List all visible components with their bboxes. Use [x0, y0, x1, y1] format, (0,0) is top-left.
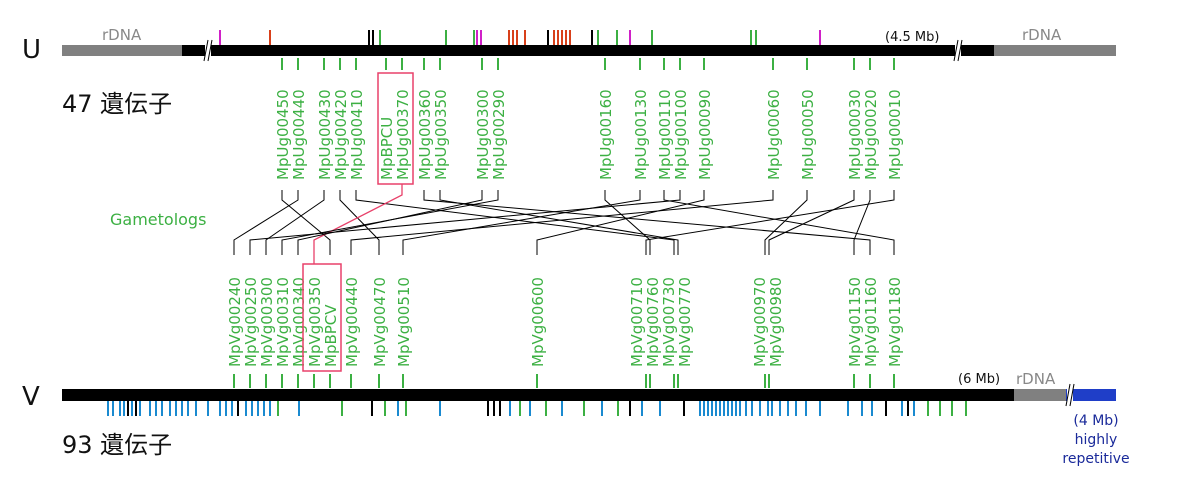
v-gene-labels: MpVg00240 MpVg00250 MpVg00300 MpVg00310 … [226, 277, 904, 367]
gene-label-MpVg00600: MpVg00600 [529, 277, 547, 367]
gametolog-link [265, 190, 325, 255]
gene-label-MpVg00350: MpVg00350 [306, 277, 324, 367]
v-repetitive-segment [1066, 389, 1116, 401]
u-bpc-highlight-box [377, 72, 414, 185]
gene-label-MpVg00730: MpVg00730 [660, 277, 678, 367]
u-rdna-left-label: rDNA [102, 26, 142, 44]
gene-label-MpUg00160: MpUg00160 [597, 89, 615, 180]
gene-label-MpVg00300: MpVg00300 [258, 277, 276, 367]
gene-label-MpUg00450: MpUg00450 [274, 89, 292, 180]
gene-label-MpVg01150: MpVg01150 [846, 277, 864, 367]
u-gene-count: 47 遺伝子 [62, 90, 172, 118]
gene-label-MpUg00360: MpUg00360 [416, 89, 434, 180]
gametolog-links [233, 184, 895, 264]
gene-label-MpUg00060: MpUg00060 [765, 89, 783, 180]
u-top-gene-ticks [219, 30, 821, 45]
gametolog-link [339, 190, 380, 255]
gene-label-MpVg00510: MpVg00510 [395, 277, 413, 367]
gene-label-MpVg00980: MpVg00980 [767, 277, 785, 367]
gene-label-MpVg00760: MpVg00760 [644, 277, 662, 367]
gametolog-link [350, 190, 774, 255]
gene-label-MpUg00100: MpUg00100 [672, 89, 690, 180]
repetitive-size-label: (4 Mb) [1073, 413, 1118, 429]
gene-label-MpUg00370: MpUg00370 [394, 89, 412, 180]
v-gene-count: 93 遺伝子 [62, 431, 172, 459]
repetitive-label: repetitive [1062, 451, 1129, 467]
gametolog-link [768, 190, 855, 255]
v-rdna-label: rDNA [1016, 370, 1056, 388]
gene-label-MpUg00440: MpUg00440 [290, 89, 308, 180]
gene-label-MpUg00430: MpUg00430 [316, 89, 334, 180]
v-break [1067, 384, 1073, 406]
v-chromosome-bar [62, 383, 1116, 407]
gene-label-MpUg00410: MpUg00410 [348, 89, 366, 180]
gene-label-MpUg00130: MpUg00130 [632, 89, 650, 180]
u-gene-ticks [281, 58, 895, 70]
gene-label-MpUg00350: MpUg00350 [432, 89, 450, 180]
gametolog-link [536, 190, 705, 255]
gametologs-label: Gametologs [110, 210, 206, 229]
gametolog-link [281, 190, 499, 255]
gene-label-MpUg00290: MpUg00290 [490, 89, 508, 180]
gene-label-MpUg00010: MpUg00010 [886, 89, 904, 180]
u-break-left [205, 40, 211, 61]
u-chromosome-bar [62, 39, 1116, 62]
gene-label-MpVg00770: MpVg00770 [676, 277, 694, 367]
v-bpc-highlight-box [302, 263, 342, 372]
gametolog-link [764, 190, 808, 255]
gene-label-MpUg00420: MpUg00420 [332, 89, 350, 180]
gametolog-link [402, 190, 641, 255]
repetitive-highly-label: highly [1075, 432, 1118, 448]
u-rdna-right-segment [994, 45, 1116, 56]
gametolog-link [645, 190, 895, 255]
bpc-gametolog-link [313, 184, 403, 264]
u-gene-labels: MpUg00450 MpUg00440 MpUg00430 MpUg00420 … [274, 89, 904, 180]
gene-label-MpUg00050: MpUg00050 [799, 89, 817, 180]
u-break-right [955, 40, 961, 61]
gene-label-MpUg00020: MpUg00020 [862, 89, 880, 180]
u-size-label: (4.5 Mb) [885, 30, 939, 45]
gene-label-MpUg00300: MpUg00300 [474, 89, 492, 180]
gene-label-MpVg00240: MpVg00240 [226, 277, 244, 367]
gametolog-link [604, 190, 651, 255]
v-bottom-gene-ticks [107, 401, 967, 416]
gene-label-MpBPCV: MpBPCV [322, 304, 340, 367]
gametolog-link [439, 190, 679, 255]
gametolog-link [355, 190, 675, 255]
gene-label-MpVg00250: MpVg00250 [242, 277, 260, 367]
v-main-segment [62, 389, 1014, 401]
v-gene-ticks [233, 374, 895, 388]
gene-label-MpVg00470: MpVg00470 [371, 277, 389, 367]
gene-label-MpVg00970: MpVg00970 [751, 277, 769, 367]
gametolog-link [249, 190, 681, 255]
gametolog-link [297, 190, 483, 255]
gametolog-link [663, 190, 895, 255]
v-chromosome-letter: V [22, 382, 40, 412]
v-size-label: (6 Mb) [958, 372, 1000, 387]
gametolog-link [233, 190, 299, 255]
gene-label-MpUg00110: MpUg00110 [656, 89, 674, 180]
v-rdna-segment [1014, 389, 1066, 401]
gene-label-MpVg00710: MpVg00710 [628, 277, 646, 367]
u-chromosome-letter: U [22, 35, 41, 65]
u-rdna-left-segment [62, 45, 182, 56]
gene-label-MpUg00030: MpUg00030 [846, 89, 864, 180]
gene-label-MpVg01160: MpVg01160 [862, 277, 880, 367]
gene-label-MpBPCU: MpBPCU [378, 117, 396, 180]
u-rdna-right-label: rDNA [1022, 26, 1062, 44]
gene-label-MpVg00310: MpVg00310 [274, 277, 292, 367]
gametolog-link [281, 190, 331, 255]
gametolog-link [853, 190, 871, 255]
gene-label-MpVg01180: MpVg01180 [886, 277, 904, 367]
gametolog-link [423, 190, 871, 255]
gene-label-MpUg00090: MpUg00090 [696, 89, 714, 180]
gene-label-MpVg00440: MpVg00440 [343, 277, 361, 367]
u-main-segment [182, 45, 994, 56]
